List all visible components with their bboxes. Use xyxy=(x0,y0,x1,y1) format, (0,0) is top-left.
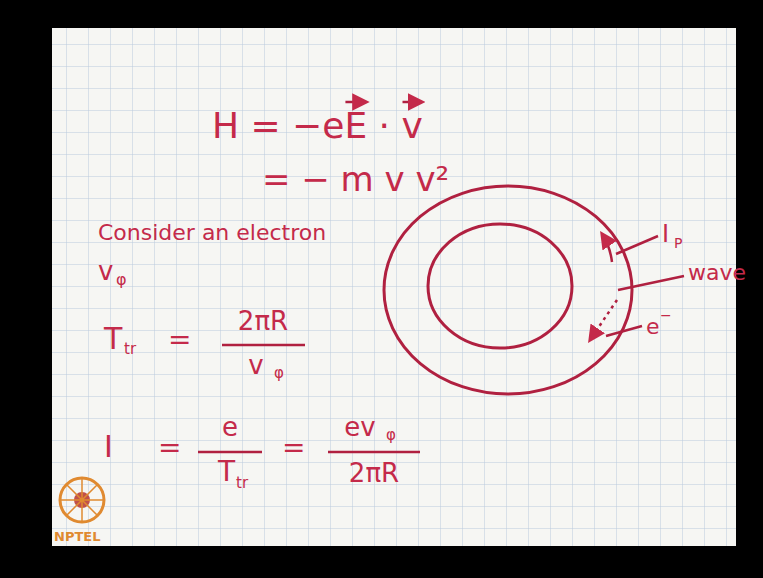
handwritten-math: ev xyxy=(344,414,375,440)
handwritten-math: I xyxy=(662,222,669,246)
fraction-bar xyxy=(328,451,420,454)
handwritten-math: tr xyxy=(236,476,248,491)
current-arrow xyxy=(602,234,612,262)
fraction-bar xyxy=(198,451,262,454)
logo-text: NPTEL xyxy=(54,530,100,543)
handwritten-math: wave xyxy=(688,262,746,284)
leader-line xyxy=(616,236,658,254)
nptel-logo xyxy=(60,478,104,522)
paper xyxy=(52,28,736,546)
handwritten-math: − xyxy=(660,308,672,322)
handwritten-math: = xyxy=(158,434,181,462)
handwritten-math: tr xyxy=(124,342,136,357)
handwritten-math: P xyxy=(674,236,682,250)
handwritten-math: T xyxy=(104,324,122,354)
handwritten-math: = xyxy=(282,434,305,462)
fraction-bar xyxy=(222,344,305,347)
graph-grid xyxy=(52,28,736,546)
handwritten-math: e xyxy=(222,414,238,440)
handwritten-math: = − m v v² xyxy=(262,162,449,196)
vector-arrow xyxy=(345,101,366,104)
handwritten-math: φ xyxy=(274,366,284,381)
torus xyxy=(384,186,632,394)
handwritten-math: v xyxy=(98,258,113,284)
handwritten-math: φ xyxy=(116,272,127,288)
handwritten-math: 2πR xyxy=(238,308,288,334)
handwritten-math: φ xyxy=(386,428,396,443)
leader-line xyxy=(618,276,684,290)
handwritten-math: 2πR xyxy=(349,460,399,486)
handwritten-math: T xyxy=(218,458,235,486)
vector-arrow xyxy=(403,101,422,104)
handwritten-math: v xyxy=(248,352,263,378)
handwritten-math: H = −eE · v xyxy=(212,108,423,144)
handwritten-math: Consider an electron xyxy=(98,222,326,244)
handwritten-math: I xyxy=(104,432,113,462)
handwritten-math: = xyxy=(168,326,191,354)
handwritten-math: e xyxy=(646,316,660,338)
leader-line xyxy=(606,326,642,336)
